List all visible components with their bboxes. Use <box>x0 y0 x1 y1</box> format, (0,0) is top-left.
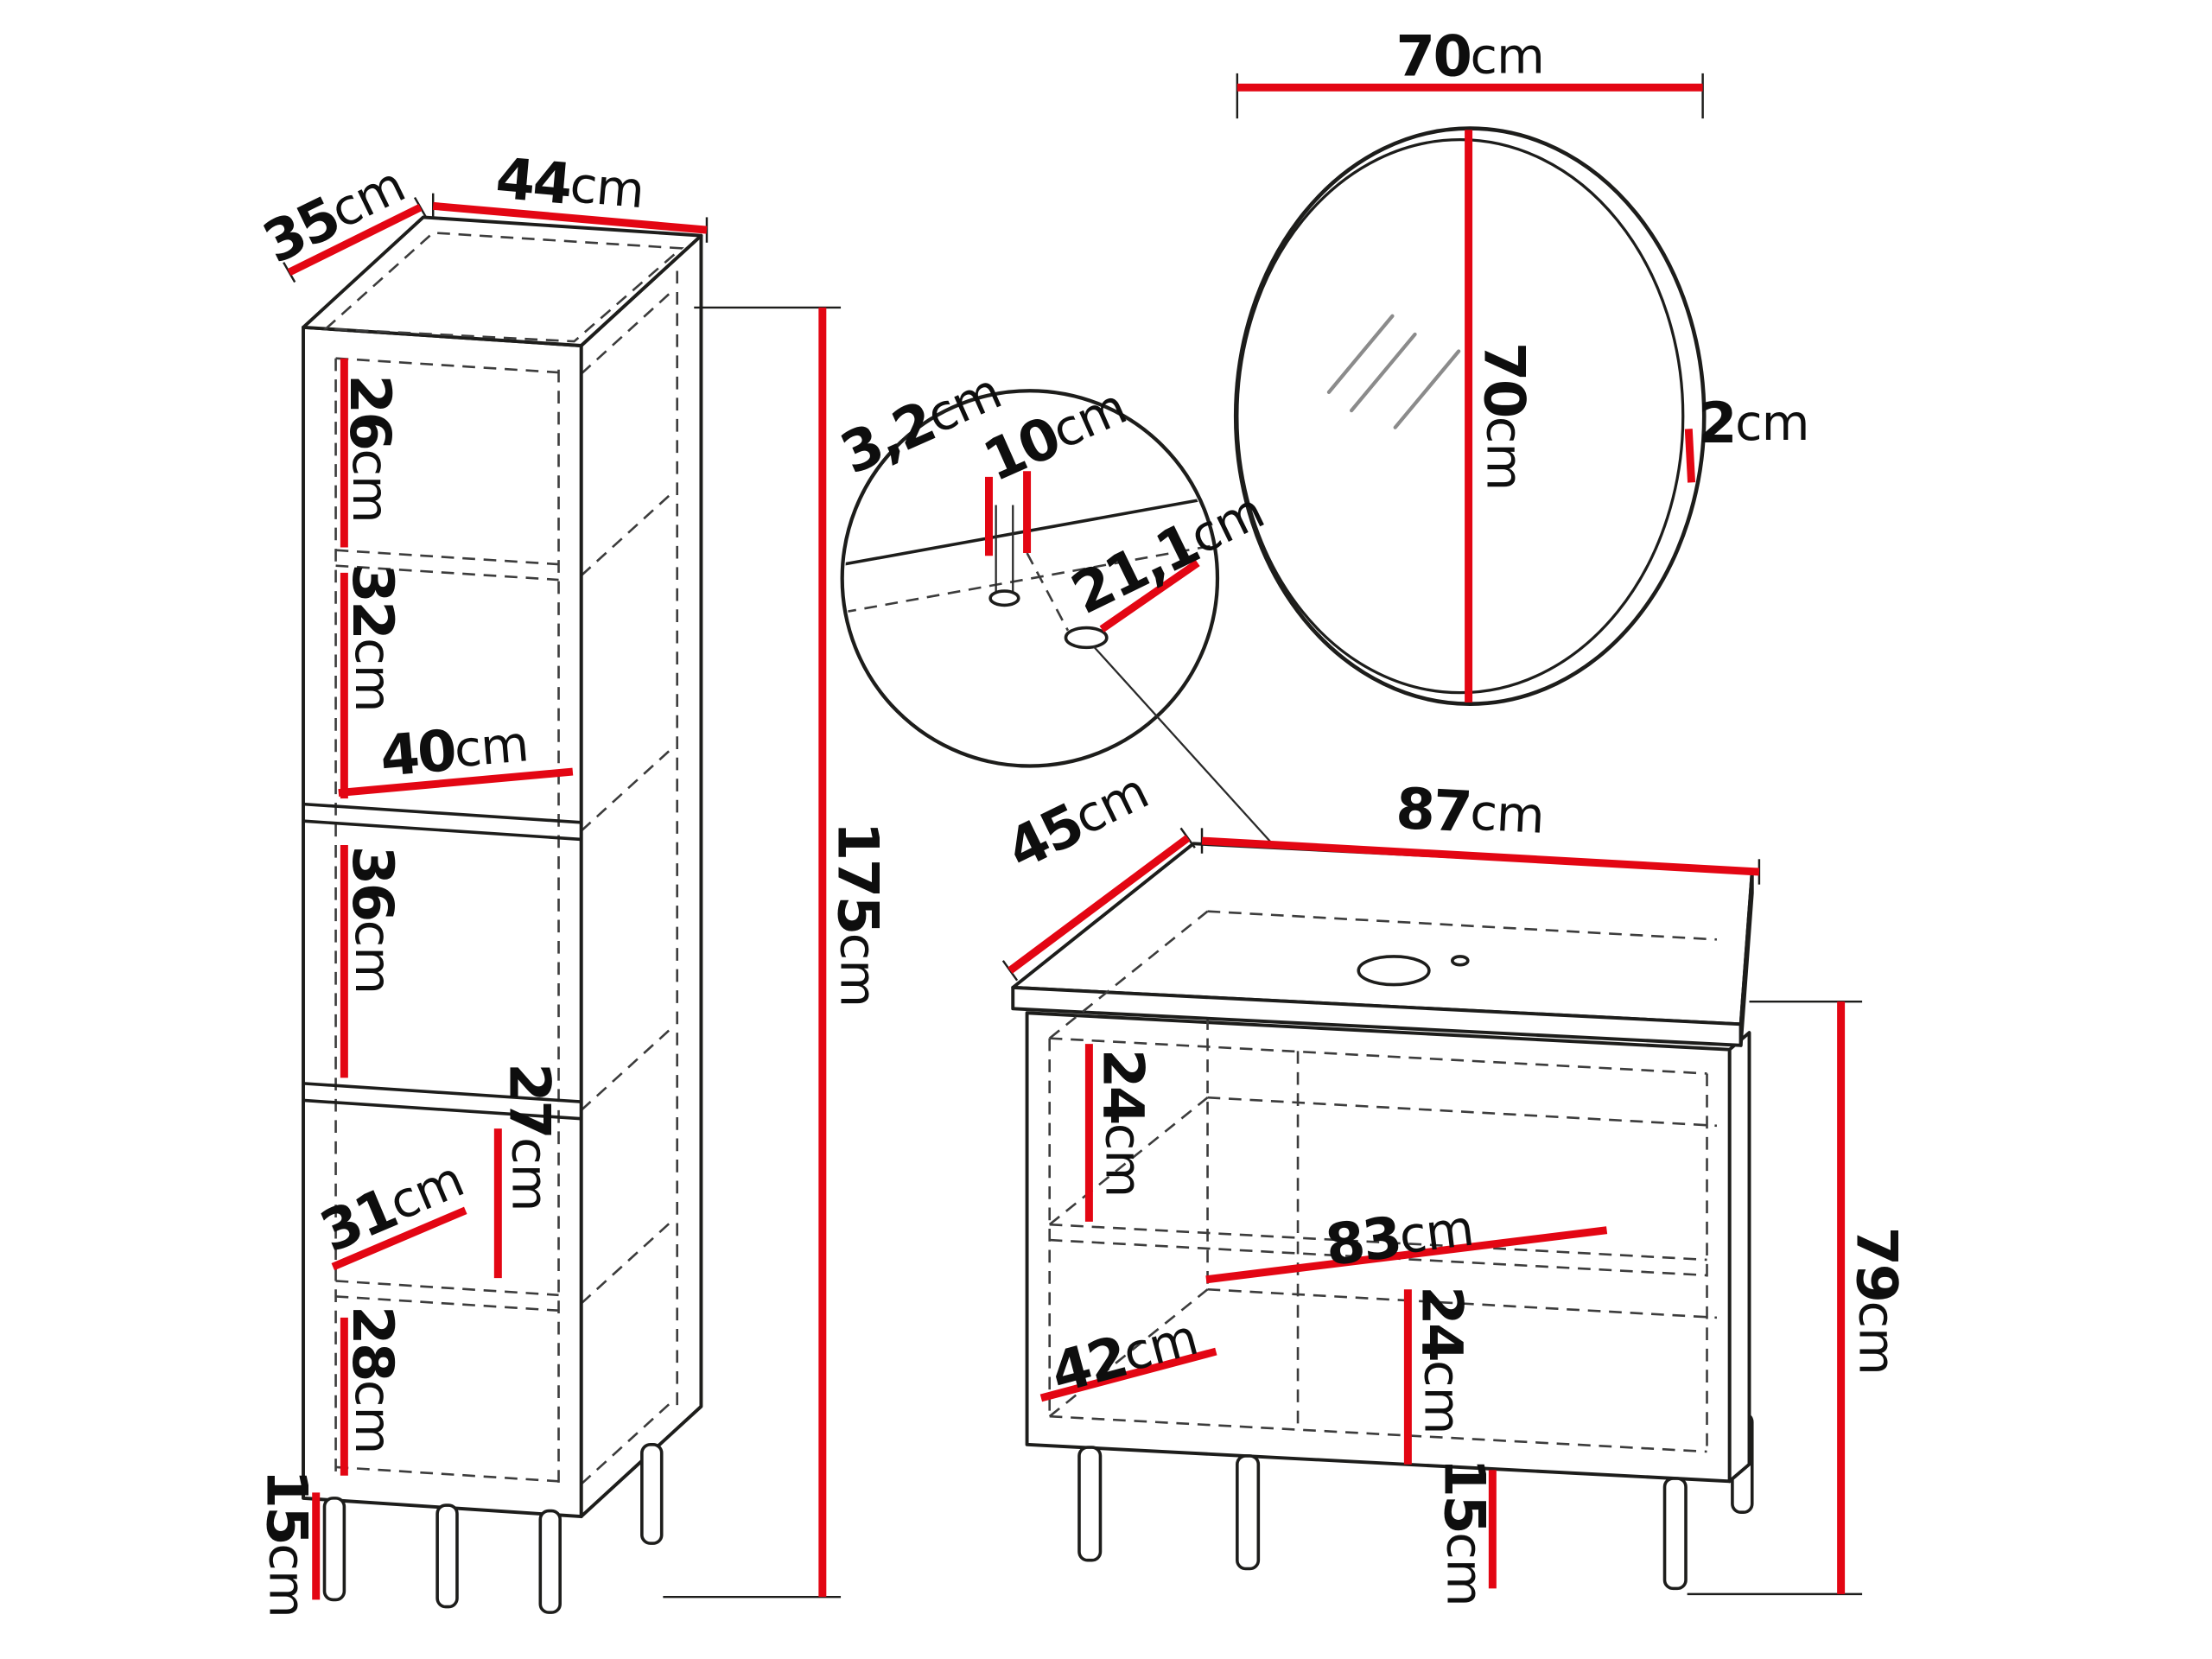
washbasin-small-hole <box>1451 955 1470 967</box>
tall-cabinet-leg <box>435 1503 459 1609</box>
tall-cabinet-leg <box>322 1497 346 1602</box>
dim-inner-width-label: 40cm <box>378 711 531 790</box>
dim-line-cabinet-width <box>432 201 708 234</box>
dim-mirror-height-label: 70cm <box>1471 342 1536 490</box>
dim-cabinet-leg-label: 15cm <box>253 1469 319 1617</box>
tall-cabinet-leg <box>538 1509 562 1614</box>
vanity-cabinet: 45cm 87cm 79cm 24cm 83cm 24cm 42cm 15cm <box>997 759 1910 1606</box>
vanity-leg <box>1662 1477 1688 1591</box>
dim-cabinet-height-label: 175cm <box>825 822 891 1007</box>
dim-line-inner-width <box>338 767 574 798</box>
dim-vanity-lower-inner-label: 24cm <box>1409 1286 1475 1433</box>
vanity-top-side-band <box>1738 870 1754 1047</box>
dim-compartment-1-label: 26cm <box>337 374 403 522</box>
dim-vanity-upper-inner-label: 24cm <box>1090 1049 1156 1197</box>
detail-circle <box>840 389 1220 768</box>
dim-compartment-2-label: 32cm <box>340 563 405 711</box>
tap-hole-small <box>988 589 1020 607</box>
dim-vanity-width-label: 87cm <box>1395 776 1546 849</box>
dim-compartment-4-label: 27cm <box>496 1063 562 1211</box>
round-mirror: 70cm 70cm 2cm <box>1233 23 1809 706</box>
dim-line-vanity-inner-depth <box>1039 1347 1217 1402</box>
dim-vanity-leg-label: 15cm <box>1432 1458 1497 1605</box>
dim-line-vanity-inner-width <box>1205 1226 1608 1284</box>
mirror-shine <box>1326 314 1395 394</box>
faucet-detail: 3,2cm 10cm 21,1cm <box>831 363 1378 960</box>
vanity-leg <box>1077 1446 1103 1562</box>
mirror-glass <box>1236 138 1685 695</box>
dim-line-hole-offset <box>1099 559 1200 632</box>
dim-line-cabinet-depth <box>287 203 423 276</box>
dim-compartment-5-label: 28cm <box>340 1306 405 1453</box>
dim-line-vanity-depth <box>1007 835 1191 974</box>
mirror-shine <box>1349 332 1417 413</box>
vanity-front-face <box>1025 1011 1732 1484</box>
tall-cabinet-top-face <box>302 215 703 347</box>
dim-line-vanity-width <box>1201 836 1760 876</box>
dim-line-mirror-depth <box>1684 429 1696 483</box>
mirror-shine <box>1393 349 1461 429</box>
tap-hole-large <box>1064 626 1109 650</box>
tall-cabinet-leg <box>640 1443 664 1545</box>
vanity-side-face <box>1727 1031 1751 1484</box>
washbasin-tap-hole <box>1357 955 1431 987</box>
dim-vanity-inner-width-label: 83cm <box>1322 1196 1477 1279</box>
dim-mirror-depth-label: 2cm <box>1698 391 1808 456</box>
dim-compartment-3-label: 36cm <box>340 846 405 994</box>
tall-cabinet: 35cm 44cm 175cm 26cm 32cm 40cm 36cm 27cm… <box>253 146 890 1618</box>
dim-cabinet-width-label: 44cm <box>493 146 646 225</box>
dim-mirror-width-label: 70cm <box>1396 23 1544 89</box>
tall-cabinet-side-face <box>579 233 703 1519</box>
vanity-leg <box>1236 1454 1261 1571</box>
dim-line-inner-depth <box>331 1206 467 1271</box>
dim-vanity-depth-label: 45cm <box>997 759 1159 882</box>
dim-vanity-height-label: 79cm <box>1843 1227 1909 1375</box>
